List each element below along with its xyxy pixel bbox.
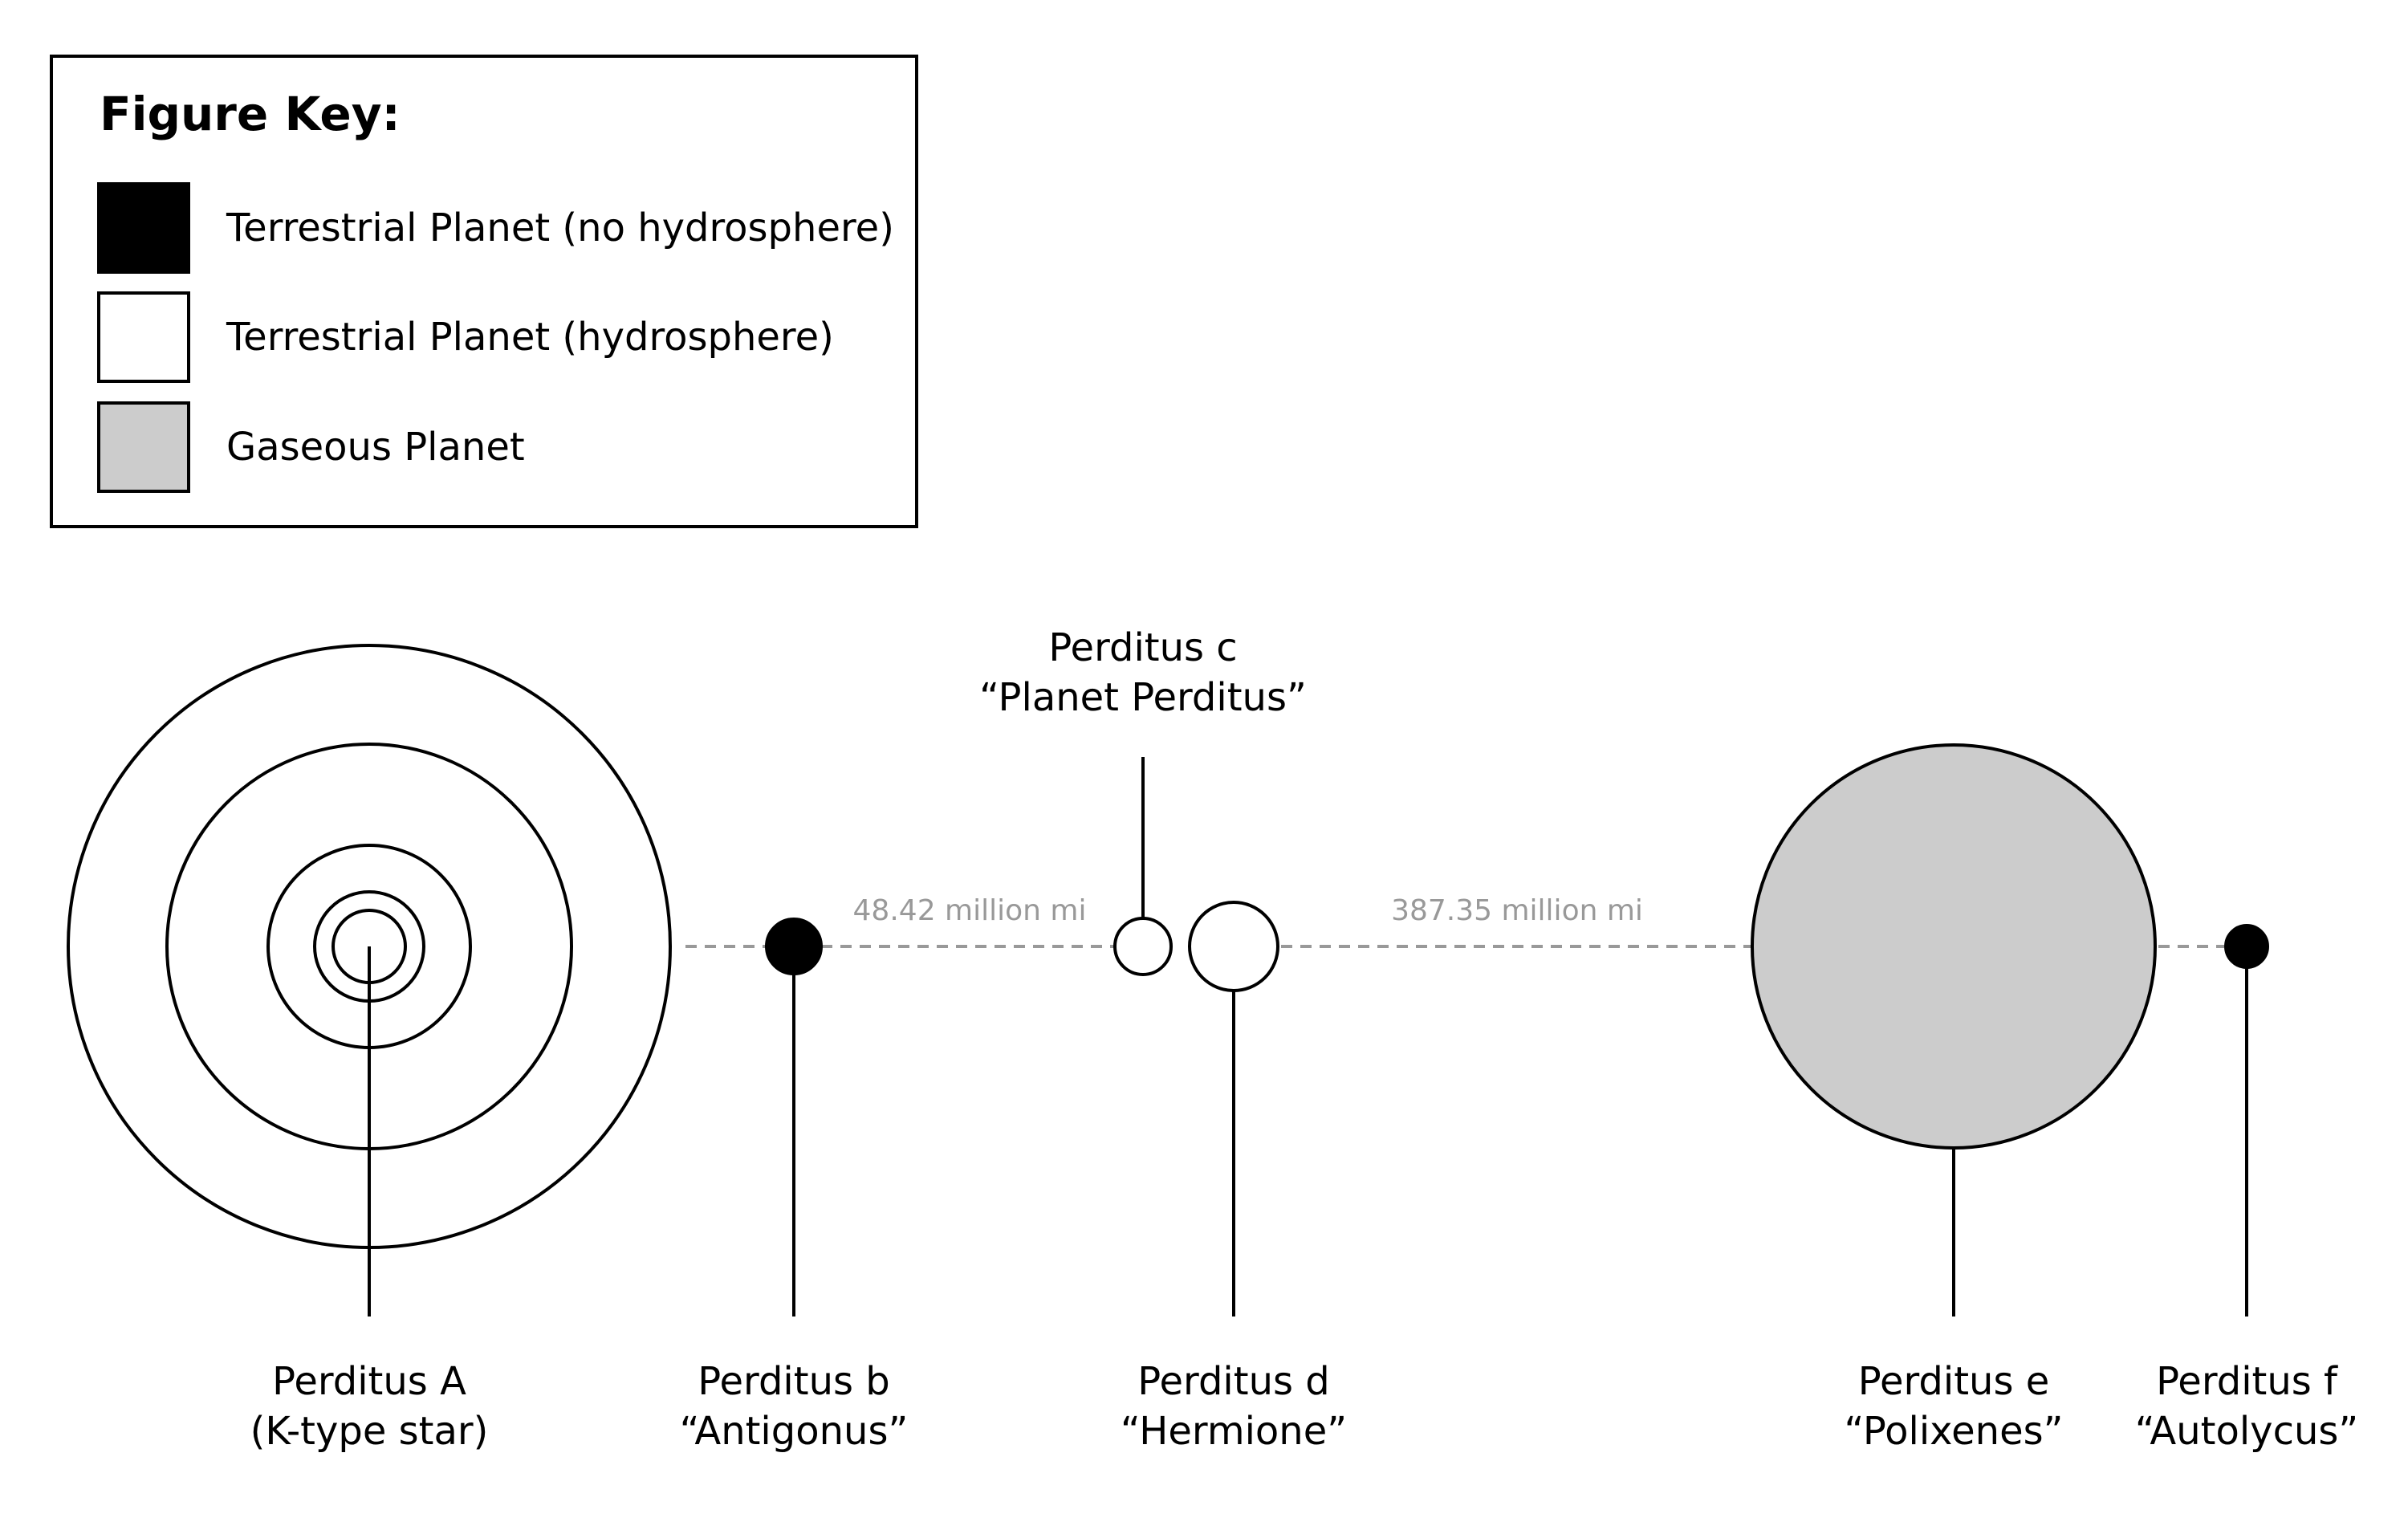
planet-perditus-b — [765, 918, 823, 1316]
planet-e-name: Perditus e — [1858, 1359, 2050, 1404]
key-label-gaseous: Gaseous Planet — [226, 425, 525, 470]
planet-perditus-f — [2224, 924, 2269, 1316]
planet-e-subtitle: “Polixenes” — [1845, 1409, 2064, 1454]
star-subtitle: (K-type star) — [250, 1409, 489, 1454]
planet-f-name: Perditus f — [2156, 1359, 2338, 1404]
key-label-terrestrial-no-hydrosphere: Terrestrial Planet (no hydrosphere) — [226, 206, 894, 250]
planet-d-name: Perditus d — [1137, 1359, 1329, 1404]
key-label-terrestrial-hydrosphere: Terrestrial Planet (hydrosphere) — [226, 315, 834, 360]
planet-b-subtitle: “Antigonus” — [680, 1409, 909, 1454]
planet-d-body — [1188, 901, 1279, 992]
planet-c-body — [1113, 917, 1173, 976]
figure-key-border — [50, 55, 918, 528]
planet-perditus-c — [1113, 757, 1173, 976]
swatch-gaseous — [97, 401, 190, 493]
planet-b-name: Perditus b — [698, 1359, 889, 1404]
planet-c-name: Perditus c — [1048, 625, 1237, 670]
star-name: Perditus A — [272, 1359, 466, 1404]
planet-perditus-e — [1751, 743, 2157, 1316]
figure-key: Figure Key: Terrestrial Planet (no hydro… — [50, 55, 918, 528]
distance-label-b-to-c: 48.42 million mi — [853, 894, 1087, 927]
planet-d-subtitle: “Hermione” — [1121, 1409, 1347, 1454]
distance-label-d-to-e: 387.35 million mi — [1391, 894, 1643, 927]
swatch-terrestrial-no-hydrosphere — [97, 182, 190, 274]
planet-perditus-d — [1188, 901, 1279, 1316]
swatch-terrestrial-hydrosphere — [97, 291, 190, 383]
star-perditus-a — [67, 644, 672, 1316]
planet-e-body — [1751, 743, 2157, 1150]
figure-key-title: Figure Key: — [100, 87, 401, 141]
planet-c-subtitle: “Planet Perditus” — [979, 675, 1307, 720]
planet-f-subtitle: “Autolycus” — [2135, 1409, 2359, 1454]
